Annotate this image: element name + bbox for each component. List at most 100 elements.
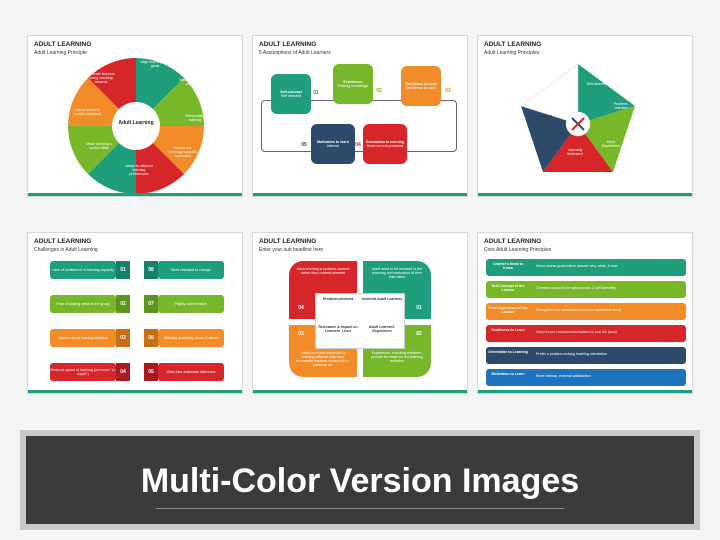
principle-label: Learner's Need to Know bbox=[492, 262, 524, 271]
number-badge: 04 bbox=[116, 363, 130, 381]
number-badge: 04 bbox=[298, 305, 304, 311]
version-banner: Multi-Color Version Images bbox=[20, 430, 700, 530]
number-badge: 04 bbox=[355, 142, 361, 148]
slide-thumbnail-3[interactable]: ADULT LEARNING Adult Learning Principles… bbox=[477, 35, 693, 197]
principle-text: Need to see relevance/usefulness to real… bbox=[536, 330, 617, 334]
wheel-diagram bbox=[68, 58, 204, 194]
assumption-card-03: Readiness to learn Readiness to solve bbox=[401, 66, 441, 106]
principle-label: Prior Experience of the Learner bbox=[488, 306, 528, 315]
number-badge: 05 bbox=[301, 142, 307, 148]
wheel-item-text: Personalize training bbox=[185, 114, 205, 123]
principle-label: Motivation to Learn bbox=[491, 372, 525, 376]
pentagon-label: Self-directed bbox=[586, 82, 608, 86]
assumption-card-04: Orientation to learning Solve current pr… bbox=[363, 124, 407, 164]
number-badge: 05 bbox=[144, 363, 158, 381]
principle-row-4 bbox=[486, 325, 686, 342]
challenge-left-01: Lack of confidence in learning capacity bbox=[50, 261, 116, 279]
quadrant-center-box bbox=[315, 293, 405, 349]
slide-subtitle: Adult Learning Principles bbox=[484, 50, 540, 56]
number-badge: 02 bbox=[416, 331, 422, 337]
number-badge: 07 bbox=[144, 295, 158, 313]
pentagon-label: Have Experience bbox=[602, 140, 620, 149]
number-badge: 03 bbox=[445, 88, 451, 94]
banner-underline bbox=[156, 508, 564, 509]
pentagon-label: Problem-oriented bbox=[613, 102, 629, 111]
quadrant-label: Relevance & Impact on Learners' Lives bbox=[318, 325, 358, 334]
challenge-right-08: More resistant to change bbox=[158, 261, 224, 279]
slide-thumbnail-4[interactable]: ADULT LEARNING Challenges in Adult Learn… bbox=[27, 232, 243, 394]
number-badge: 01 bbox=[416, 305, 422, 311]
pentagon-label: Ready to Learn bbox=[537, 114, 553, 123]
slide-footer-bar bbox=[478, 390, 692, 393]
wheel-item-text: Motivate learners using reaching rewards bbox=[87, 72, 115, 85]
banner-title: Multi-Color Version Images bbox=[140, 462, 580, 500]
slide-thumbnail-1[interactable]: ADULT LEARNING Adult Learning Principle … bbox=[27, 35, 243, 197]
slide-footer-bar bbox=[478, 193, 692, 196]
principle-text: Need course goals/vision answer why, wha… bbox=[536, 264, 618, 268]
principle-row-2 bbox=[486, 281, 686, 298]
number-badge: 01 bbox=[116, 261, 130, 279]
wheel-item-text: Make learning as attractive bbox=[179, 78, 207, 87]
quadrant-label: Adult Learners' Experience bbox=[368, 325, 396, 334]
slide-footer-bar bbox=[253, 390, 467, 393]
number-badge: 02 bbox=[376, 88, 382, 94]
number-badge: 03 bbox=[298, 331, 304, 337]
slide-thumbnail-2[interactable]: ADULT LEARNING 5 Assumptions of Adult Le… bbox=[252, 35, 468, 197]
principle-row-1 bbox=[486, 259, 686, 276]
slide-title: ADULT LEARNING bbox=[484, 41, 542, 48]
wheel-item-text: Adapt to different learning preferences bbox=[125, 164, 153, 177]
principle-text: Prefer a problem-solving learning orient… bbox=[536, 352, 607, 356]
quadrant-label: Problem-centered bbox=[322, 297, 354, 301]
challenge-left-02: Fear of looking weak in the group bbox=[50, 295, 116, 313]
principle-row-5 bbox=[486, 347, 686, 364]
number-badge: 01 bbox=[313, 90, 319, 96]
number-badge: 08 bbox=[144, 261, 158, 279]
slide-thumbnail-6[interactable]: ADULT LEARNING Core Adult Learning Princ… bbox=[477, 232, 693, 394]
slide-subtitle: 5 Assumptions of Adult Learners bbox=[259, 50, 331, 56]
challenge-right-07: Highly conservative bbox=[158, 295, 224, 313]
number-badge: 06 bbox=[144, 329, 158, 347]
pentagon-diagram bbox=[520, 63, 635, 172]
slide-title: ADULT LEARNING bbox=[34, 238, 92, 245]
slide-title: ADULT LEARNING bbox=[259, 238, 317, 245]
slide-thumbnail-5[interactable]: ADULT LEARNING Enter your sub headline h… bbox=[252, 232, 468, 394]
principle-text: Connect course to be autonomous & self d… bbox=[536, 286, 616, 290]
slide-title: ADULT LEARNING bbox=[259, 41, 317, 48]
slide-footer-bar bbox=[253, 193, 467, 196]
challenge-left-03: Want to avoid making mistakes bbox=[50, 329, 116, 347]
quadrant-label: Involved Adult Learners bbox=[361, 297, 403, 301]
quadrant-text: Adult need to be involved in the plannin… bbox=[371, 267, 423, 280]
slide-subtitle: Adult Learning Principle bbox=[34, 50, 87, 56]
slide-title: ADULT LEARNING bbox=[484, 238, 542, 245]
pentagon-label: Internally Motivated bbox=[567, 148, 583, 157]
challenge-right-05: Wide inter-individual difference bbox=[158, 363, 224, 381]
wheel-center-label: Adult Learning bbox=[118, 120, 154, 126]
challenge-left-04: Reduces speed of learning (but more "in-… bbox=[50, 363, 116, 381]
slide-subtitle: Challenges in Adult Learning bbox=[34, 247, 98, 253]
principle-text: More internal, external satisfaction bbox=[536, 374, 591, 378]
assumption-card-05: Motivation to learn Internal bbox=[311, 124, 355, 164]
assumption-card-02: Experience Existing knowledge bbox=[333, 64, 373, 104]
quadrant-text: Adults are most interested in learning s… bbox=[296, 351, 350, 368]
number-badge: 02 bbox=[116, 295, 130, 313]
challenge-right-06: Difficulty accepting views of others bbox=[158, 329, 224, 347]
principle-text: Recognize and understand previous experi… bbox=[536, 308, 621, 312]
wheel-item-text: One of learner's benefit: feedback bbox=[73, 108, 101, 117]
number-badge: 03 bbox=[116, 329, 130, 347]
principle-row-3 bbox=[486, 303, 686, 320]
principle-label: Readiness to Learn bbox=[491, 328, 525, 332]
principle-label: Self-Concept of the Learner bbox=[491, 284, 525, 293]
slide-title: ADULT LEARNING bbox=[34, 41, 92, 48]
slide-footer-bar bbox=[28, 193, 242, 196]
wheel-item-text: Make learning a school affair bbox=[86, 142, 112, 151]
wheel-item-text: Align learning with goals bbox=[140, 60, 170, 69]
principle-row-6 bbox=[486, 369, 686, 386]
slide-subtitle: Enter your sub headline here bbox=[259, 247, 324, 253]
slide-footer-bar bbox=[28, 390, 242, 393]
quadrant-text: Adult learning is problem-centred rather… bbox=[296, 267, 350, 276]
wheel-item-text: Ensure the learning materials accessible bbox=[168, 146, 198, 159]
quadrant-text: Experience, including mistakes, provide … bbox=[370, 351, 424, 364]
assumption-card-01: Self-concept Self directed bbox=[271, 74, 311, 114]
principle-label: Orientation to Learning bbox=[488, 350, 528, 354]
